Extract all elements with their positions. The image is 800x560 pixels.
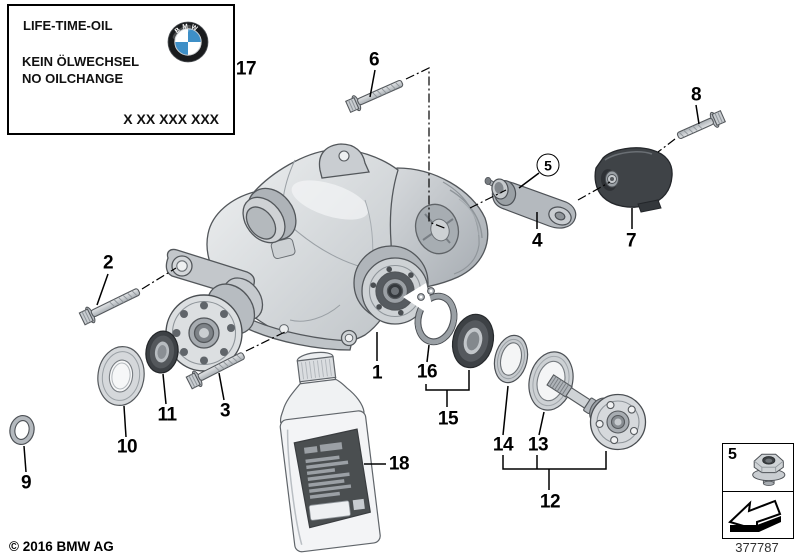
differential-housing [165,143,489,372]
info-title: LIFE-TIME-OIL [23,18,113,33]
legend-part-number: 5 [728,446,737,463]
spacer-ring-14 [493,334,529,384]
callout-15[interactable]: 15 [437,408,459,430]
oil-info-label: LIFE-TIME-OIL BMW KEIN ÖLWECHSEL NO OILC… [7,4,235,135]
callout-9[interactable]: 9 [20,472,32,494]
callout-6[interactable]: 6 [368,49,380,71]
callout-17[interactable]: 17 [235,58,257,80]
callout-7[interactable]: 7 [625,230,637,252]
dust-washer [97,346,145,406]
callout-14[interactable]: 14 [492,434,514,456]
part-number-mask: X XX XXX XXX [123,111,219,127]
callout-4[interactable]: 4 [531,230,543,252]
callout-5-circled[interactable]: 5 [536,153,560,177]
output-shaft-flange [546,374,647,451]
callout-16[interactable]: 16 [416,361,438,383]
legend-box: 5 [722,443,794,539]
callout-13[interactable]: 13 [527,434,549,456]
bracket-link [484,176,577,229]
bolt-2 [78,288,141,326]
callout-1[interactable]: 1 [371,362,383,384]
copyright-notice: © 2016 BMW AG [9,539,114,554]
callout-11[interactable]: 11 [157,404,177,426]
callout-18[interactable]: 18 [388,453,410,475]
output-hub [353,245,429,325]
callout-8[interactable]: 8 [690,84,702,106]
direction-arrow-icon [728,499,782,532]
bolt-3 [185,352,245,390]
assembly-axis-lines [141,67,676,352]
callout-12[interactable]: 12 [539,491,561,513]
callout-10[interactable]: 10 [116,436,138,458]
diagram-number: 377787 [735,540,779,555]
input-flange [165,277,264,372]
pinion-seal [145,330,179,374]
rubber-mount [594,147,673,213]
bolt-6 [345,79,404,114]
legend-arrow-cell [723,492,793,537]
bolt-8 [676,109,726,139]
callout-3[interactable]: 3 [219,400,231,422]
info-line-german: KEIN ÖLWECHSEL [22,54,140,69]
flanged-nut-icon [752,453,786,486]
oil-bottle [279,351,381,553]
retaining-ring [9,414,35,446]
legend-part-cell: 5 [723,444,793,492]
bmw-logo: BMW [167,21,209,63]
callout-2[interactable]: 2 [102,252,114,274]
snap-ring [403,283,458,346]
info-line-english: NO OILCHANGE [22,71,124,86]
shaft-seal [451,313,495,369]
